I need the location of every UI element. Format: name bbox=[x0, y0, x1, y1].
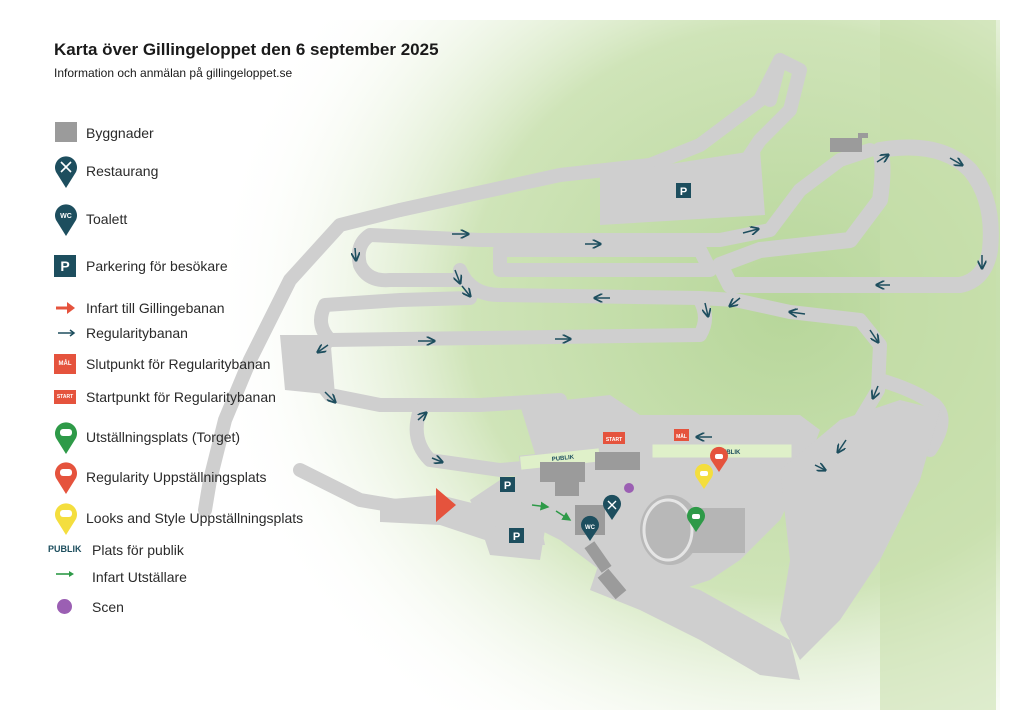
publik-map-label-2: PUBLIK bbox=[718, 450, 741, 456]
legend-label: Plats för publik bbox=[92, 542, 184, 558]
legend-item-parking: P Parkering för besökare bbox=[52, 251, 228, 281]
legend-label: Scen bbox=[92, 599, 124, 615]
legend-item-publik: PUBLIK Plats för publik bbox=[48, 535, 184, 565]
publik-icon-text: PUBLIK bbox=[48, 544, 82, 554]
parking-sign-text: P bbox=[513, 531, 520, 543]
start-sign-icon: START bbox=[52, 382, 82, 412]
finish-sign-icon: MÅL bbox=[52, 349, 82, 379]
toilet-pin-icon: WC bbox=[52, 204, 82, 236]
exhibition-pin-green-icon bbox=[52, 422, 82, 454]
map-subtitle: Information och anmälan på gillingeloppe… bbox=[54, 66, 293, 80]
legend-label: Parkering för besökare bbox=[86, 258, 228, 274]
legend-label: Byggnader bbox=[86, 125, 154, 141]
legend-item-exhibition: Utställningsplats (Torget) bbox=[52, 422, 241, 454]
finish-icon-text: MÅL bbox=[54, 354, 76, 374]
legend-item-buildings: Byggnader bbox=[52, 118, 154, 148]
legend-label: Toalett bbox=[86, 211, 128, 227]
legend-label: Infart till Gillingebanan bbox=[86, 300, 225, 316]
legend-item-regularity: Regularitybanan bbox=[52, 318, 188, 348]
start-icon-text: START bbox=[54, 390, 76, 404]
legend-item-entrance: Infart till Gillingebanan bbox=[52, 293, 225, 323]
regularity-arrow-icon bbox=[52, 318, 82, 348]
restaurant-pin-icon bbox=[603, 494, 621, 520]
toilet-pin-text: WC bbox=[585, 525, 596, 531]
stage-dot-icon bbox=[52, 592, 90, 622]
looks-style-pin-yellow-icon bbox=[695, 463, 713, 489]
legend-label: Restaurang bbox=[86, 163, 159, 179]
parking-sign-3: P bbox=[509, 528, 524, 543]
parking-sign-1: P bbox=[676, 183, 691, 198]
legend-item-looks-style: Looks and Style Uppställningsplats bbox=[52, 503, 304, 535]
legend-item-finish: MÅL Slutpunkt för Regularitybanan bbox=[52, 349, 270, 379]
looks-style-pin-yellow-icon bbox=[52, 503, 82, 535]
toilet-pin-icon: WC bbox=[581, 515, 599, 541]
publik-map-label-1: PUBLIK bbox=[552, 455, 576, 463]
restaurant-pin-icon bbox=[52, 156, 82, 188]
legend-item-regularity-parking: Regularity Uppställningsplats bbox=[52, 462, 267, 494]
start-sign: START bbox=[603, 432, 625, 444]
entrance-arrow-icon bbox=[52, 293, 82, 323]
exhibitor-entry-arrow-icon bbox=[52, 562, 90, 592]
publik-label-icon: PUBLIK bbox=[48, 535, 90, 565]
parking-icon-text: P bbox=[54, 255, 76, 277]
parking-icon: P bbox=[52, 251, 82, 281]
legend-item-restaurant: Restaurang bbox=[52, 156, 159, 188]
legend-item-toilet: WC Toalett bbox=[52, 204, 128, 236]
regularity-pin-red-icon bbox=[710, 446, 728, 472]
parking-sign-text: P bbox=[680, 186, 687, 198]
map-title: Karta över Gillingeloppet den 6 septembe… bbox=[54, 40, 439, 59]
legend-label: Slutpunkt för Regularitybanan bbox=[86, 356, 271, 372]
exhibition-pin-green-icon bbox=[687, 506, 705, 532]
legend-label: Regularitybanan bbox=[86, 325, 188, 341]
grass-area-right bbox=[880, 20, 996, 710]
exhibitor-entry-arrows bbox=[531, 501, 572, 521]
building-icon bbox=[52, 118, 82, 148]
parking-sign-2: P bbox=[500, 477, 515, 492]
legend-label: Utställningsplats (Torget) bbox=[86, 429, 241, 445]
stage-dot-icon bbox=[624, 483, 634, 493]
legend-label: Startpunkt för Regularitybanan bbox=[86, 389, 276, 405]
start-sign-text: START bbox=[606, 437, 622, 443]
entrance-arrow-icon bbox=[436, 488, 456, 522]
legend-label: Infart Utställare bbox=[92, 569, 187, 585]
finish-sign: MÅL bbox=[674, 429, 689, 441]
parking-sign-text: P bbox=[504, 480, 511, 492]
legend-label: Looks and Style Uppställningsplats bbox=[86, 510, 304, 526]
oval-track bbox=[642, 498, 694, 562]
legend-item-start: START Startpunkt för Regularitybanan bbox=[52, 382, 276, 412]
finish-sign-text: MÅL bbox=[676, 433, 687, 440]
buildings bbox=[540, 133, 868, 600]
regularity-pin-red-icon bbox=[52, 462, 82, 494]
legend-label: Regularity Uppställningsplats bbox=[86, 469, 267, 485]
regularity-arrows bbox=[318, 155, 982, 470]
legend-item-stage: Scen bbox=[52, 592, 124, 622]
toilet-icon-text: WC bbox=[60, 213, 72, 220]
legend-item-exhibitor-entry: Infart Utställare bbox=[52, 562, 187, 592]
